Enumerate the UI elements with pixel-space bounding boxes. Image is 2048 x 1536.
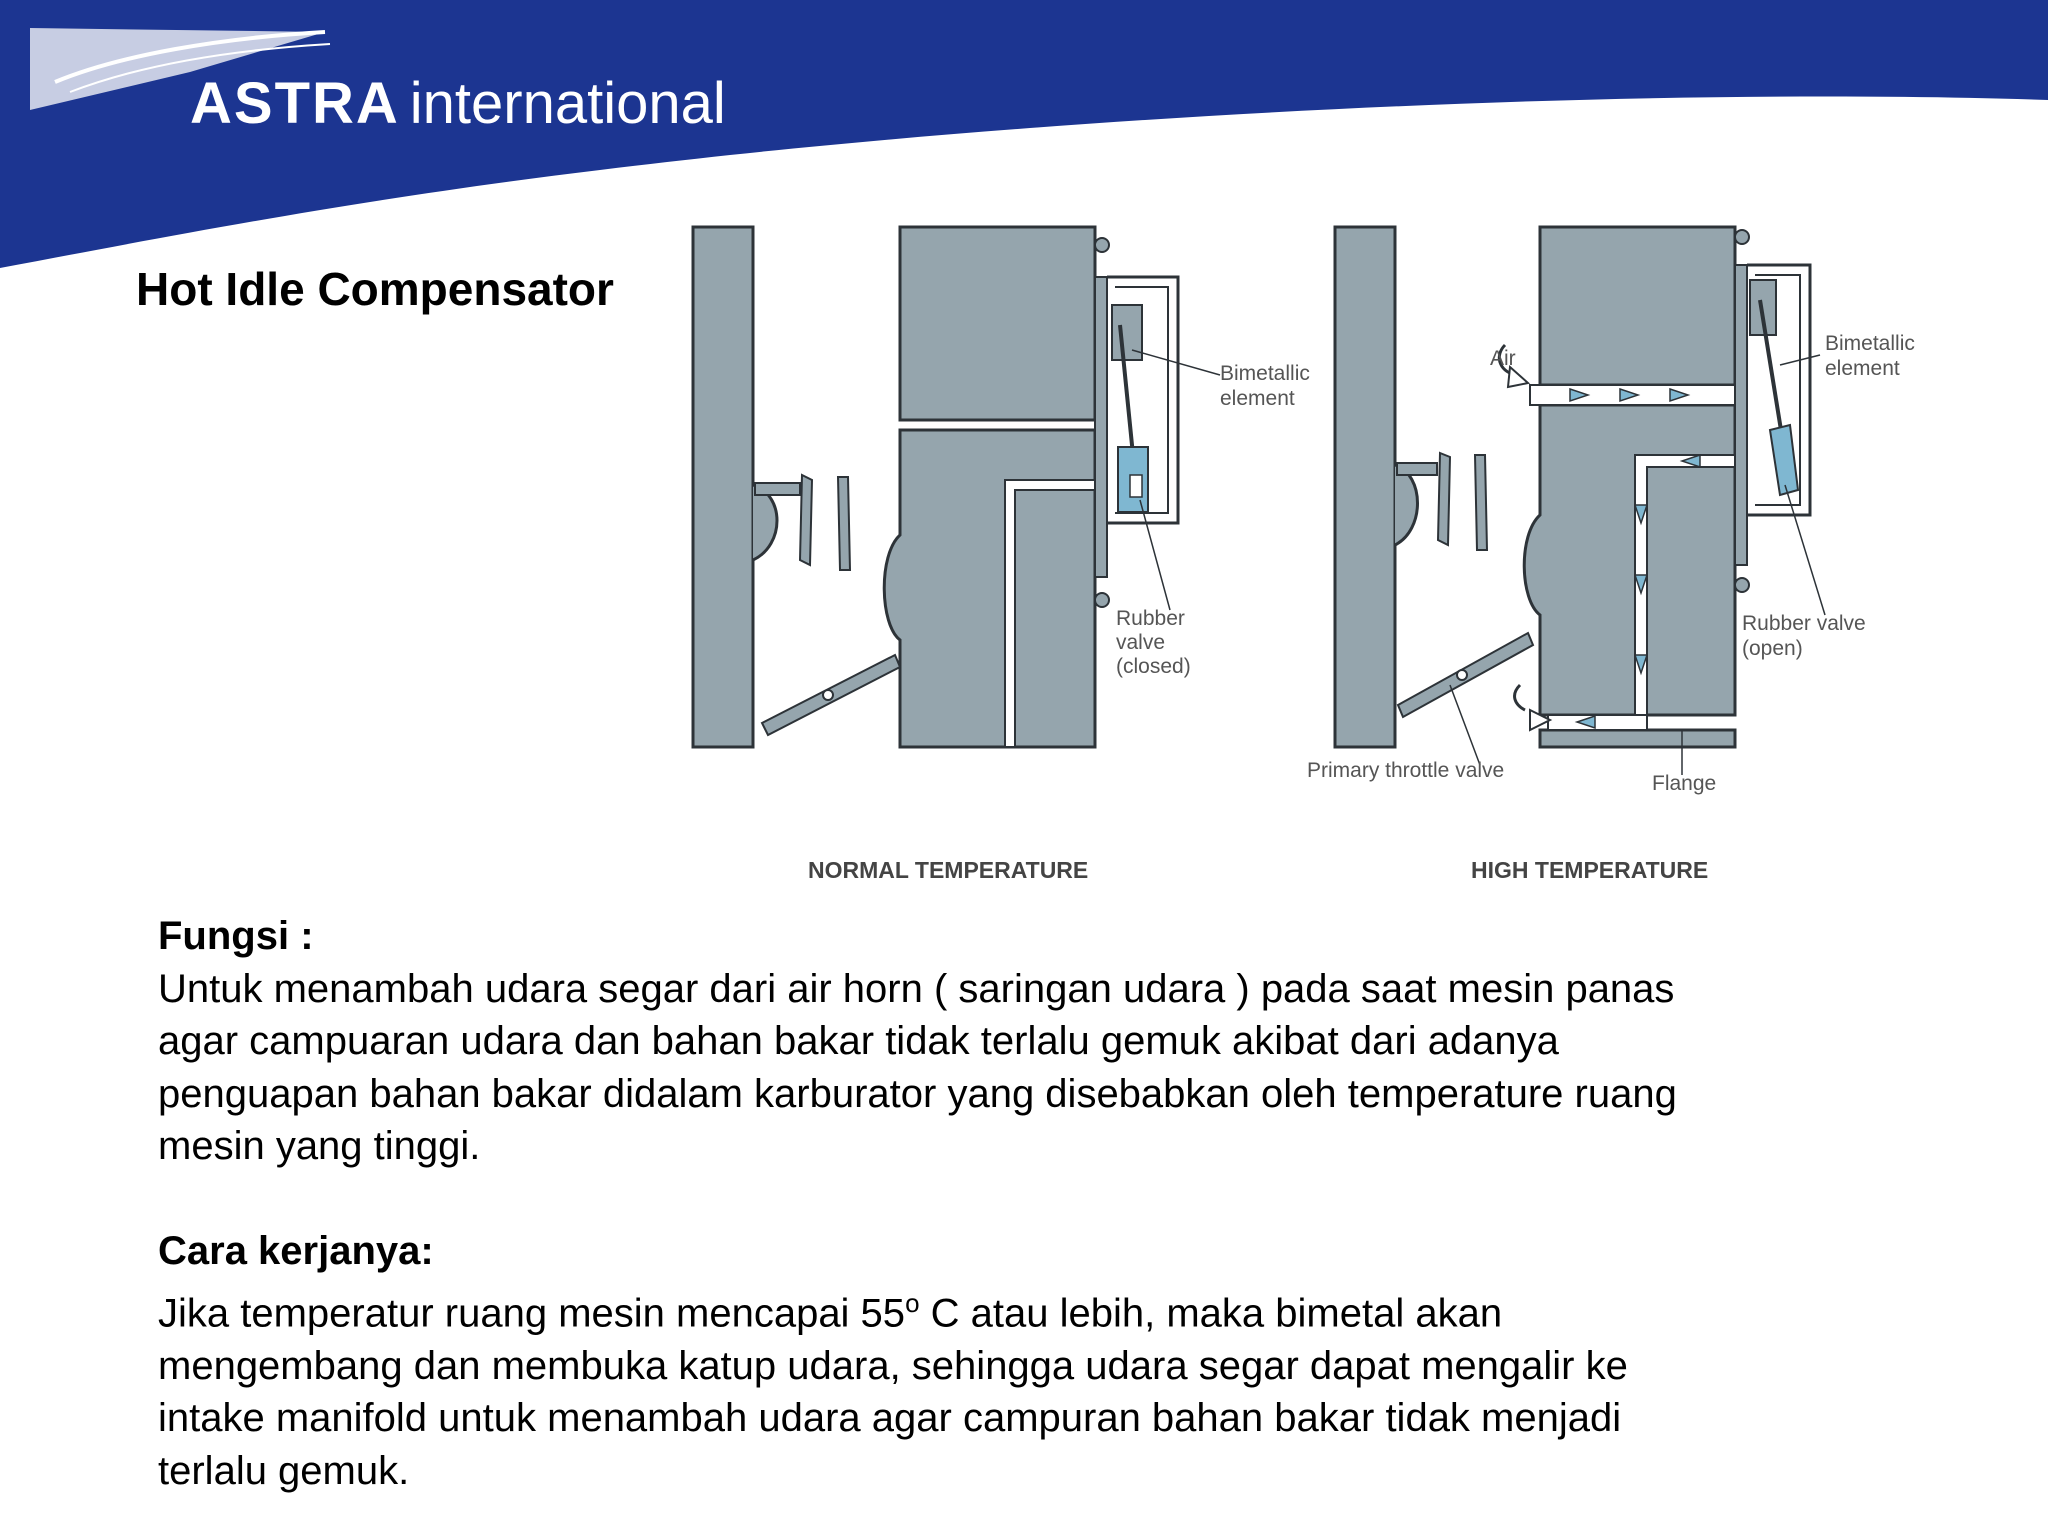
header-wave <box>0 0 2048 268</box>
high-temperature-caption: HIGH TEMPERATURE <box>1471 857 1708 883</box>
fungsi-line-1: Untuk menambah udara segar dari air horn… <box>158 966 1675 1011</box>
flange-label: Flange <box>1652 772 1716 795</box>
degree-superscript: o <box>905 1288 920 1318</box>
right-air-label: Air <box>1490 347 1516 370</box>
logo-brand: ASTRA <box>190 71 400 136</box>
right-bimetal-label-line2: element <box>1825 357 1900 380</box>
paragraph-gap <box>158 1173 1938 1225</box>
cara-line-1: Jika temperatur ruang mesin mencapai 55o… <box>158 1277 1938 1340</box>
right-bimetal-label-line1: Bimetallic <box>1825 332 1915 355</box>
left-valve-label-line2: valve <box>1116 631 1165 654</box>
fungsi-heading: Fungsi : <box>158 914 314 958</box>
high-temperature-panel: Air Bimetallic element Rubber valve (ope… <box>1307 225 1915 883</box>
hot-idle-compensator-diagram: Bimetallic element Rubber valve (closed)… <box>690 215 1960 905</box>
right-valve-label-line1: Rubber valve <box>1742 612 1866 635</box>
slide-title: Hot Idle Compensator <box>136 263 614 315</box>
left-bimetal-label-line1: Bimetallic <box>1220 362 1310 385</box>
cara-line-4: terlalu gemuk. <box>158 1448 410 1493</box>
normal-temperature-caption: NORMAL TEMPERATURE <box>808 857 1088 883</box>
cara-heading: Cara kerjanya: <box>158 1228 434 1273</box>
slide-content: Fungsi : Untuk menambah udara segar dari… <box>158 910 1938 1497</box>
left-bimetal-label-line2: element <box>1220 387 1295 410</box>
astra-logo-icon <box>30 28 331 110</box>
cara-line-2: mengembang dan membuka katup udara, sehi… <box>158 1343 1628 1388</box>
normal-temperature-panel: Bimetallic element Rubber valve (closed)… <box>691 225 1310 883</box>
fungsi-line-4: mesin yang tinggi. <box>158 1124 481 1168</box>
cara-line-1-after: C atau lebih, maka bimetal akan <box>919 1291 1503 1336</box>
right-valve-label-line2: (open) <box>1742 637 1803 660</box>
cara-line-3: intake manifold untuk menambah udara aga… <box>158 1396 1622 1441</box>
primary-throttle-valve-label: Primary throttle valve <box>1307 759 1504 782</box>
fungsi-line-2: agar campuaran udara dan bahan bakar tid… <box>158 1019 1559 1063</box>
fungsi-line-3: penguapan bahan bakar didalam karburator… <box>158 1071 1677 1116</box>
left-valve-label-line3: (closed) <box>1116 655 1191 678</box>
logo-suffix: international <box>409 71 726 136</box>
left-valve-label-line1: Rubber <box>1116 607 1185 630</box>
cara-line-1-before: Jika temperatur ruang mesin mencapai 55 <box>158 1291 906 1336</box>
